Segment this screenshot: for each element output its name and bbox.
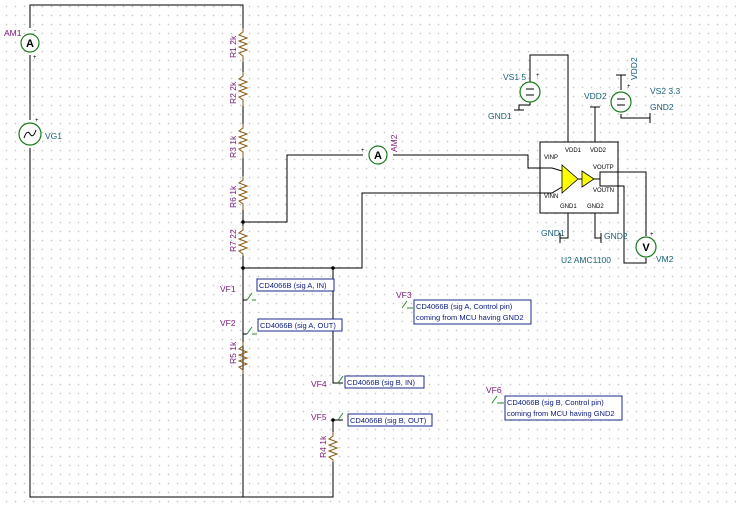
ammeter-am1[interactable]: A AM1 - + <box>4 28 40 61</box>
svg-text:+: + <box>361 148 365 154</box>
gnd1-top-label: GND1 <box>488 111 512 121</box>
probe-vf3[interactable]: VF3 CD4066B (sig A, Control pin) coming … <box>396 290 532 325</box>
resistor-r3[interactable]: R3 1k <box>228 124 249 158</box>
resistor-r5[interactable]: R5 1k <box>228 341 249 374</box>
svg-text:+: + <box>536 73 540 79</box>
am1-label: AM1 <box>4 28 22 38</box>
note-box <box>257 318 343 332</box>
ammeter-am2[interactable]: A + AM2 <box>361 134 399 165</box>
ic-u2-amc1100[interactable]: VINP VINN VDD1 VDD2 VOUTP VOUTN GND1 GND… <box>539 141 619 265</box>
vf6-label: VF6 <box>486 385 502 395</box>
svg-text:+: + <box>33 55 37 61</box>
note-box <box>256 278 335 292</box>
note-box <box>413 299 532 325</box>
vdd2-terminal-top: VDD2 <box>584 91 607 108</box>
wires <box>29 4 650 498</box>
generator-vg1[interactable]: + VG1 <box>18 118 62 146</box>
r2-label: R2 2k <box>228 81 238 104</box>
source-vs2[interactable]: + VDD2 VS2 3.3 GND2 <box>610 57 681 123</box>
vdd2-source-label: VDD2 <box>629 57 639 80</box>
vf4-note: CD4066B (sig B, IN) <box>347 378 415 387</box>
vf2-note: CD4066B (sig A, OUT) <box>260 321 336 330</box>
pin-vdd1: VDD1 <box>565 148 582 154</box>
resistor-r6[interactable]: R6 1k <box>228 176 249 210</box>
gnd2-bottom: GND2 <box>600 231 628 243</box>
junctions <box>241 220 335 422</box>
gnd1-top: GND1 <box>488 109 524 121</box>
svg-text:+: + <box>650 232 654 238</box>
ammeter-symbol: A <box>26 38 34 50</box>
ammeter-symbol: A <box>374 150 382 162</box>
svg-text:+: + <box>627 84 631 90</box>
source-vs1[interactable]: + VS1 5 <box>503 72 541 103</box>
amplifier-triangle-icon <box>561 164 579 194</box>
probe-vf6[interactable]: VF6 CD4066B (sig B, Control pin) coming … <box>486 385 623 421</box>
pin-gnd2: GND2 <box>587 204 604 210</box>
vf5-label: VF5 <box>311 412 327 422</box>
r5-label: R5 1k <box>228 341 238 364</box>
resistor-r4[interactable]: R4 1k <box>318 432 339 462</box>
svg-text:-: - <box>34 28 36 34</box>
r7-label: R7 22 <box>228 229 238 252</box>
r4-label: R4 1k <box>318 435 328 458</box>
note-box <box>344 375 425 389</box>
note-box <box>347 413 433 427</box>
u2-label: U2 AMC1100 <box>561 255 611 265</box>
note-box <box>504 395 623 421</box>
voltmeter-symbol: V <box>642 242 650 254</box>
r1-label: R1 2k <box>228 35 238 58</box>
resistor-r1[interactable]: R1 2k <box>228 28 249 62</box>
probe-vf5[interactable]: VF5 CD4066B (sig B, OUT) <box>311 412 433 427</box>
r3-label: R3 1k <box>228 135 238 158</box>
gnd1-bottom: GND1 <box>541 228 565 243</box>
vf3-label: VF3 <box>396 290 412 300</box>
vf4-label: VF4 <box>311 379 327 389</box>
probe-vf4[interactable]: VF4 CD4066B (sig B, IN) <box>311 375 425 389</box>
vf3-note-line2: coming from MCU having GND2 <box>416 313 524 322</box>
gnd1-bottom-label: GND1 <box>541 228 565 238</box>
resistor-r2[interactable]: R2 2k <box>228 72 249 106</box>
pin-vinp: VINP <box>544 155 558 161</box>
vf6-note-line1: CD4066B (sig B, Control pin) <box>507 398 604 407</box>
vs2-label: VS2 3.3 <box>650 86 681 96</box>
vf1-label: VF1 <box>220 284 236 294</box>
vf3-note-line1: CD4066B (sig A, Control pin) <box>416 302 513 311</box>
pin-voutn: VOUTN <box>593 188 614 194</box>
resistor-r7[interactable]: R7 22 <box>228 226 249 256</box>
vm2-label: VM2 <box>656 254 674 264</box>
vs1-label: VS1 5 <box>503 72 526 82</box>
svg-text:+: + <box>35 118 39 124</box>
vg1-label: VG1 <box>45 131 62 141</box>
probe-vf1[interactable]: VF1 CD4066B (sig A, IN) <box>220 278 335 301</box>
pin-voutp: VOUTP <box>593 165 614 171</box>
vf5-note: CD4066B (sig B, OUT) <box>350 416 427 425</box>
r6-label: R6 1k <box>228 185 238 208</box>
vdd2-top-label: VDD2 <box>584 91 607 101</box>
probe-vf2[interactable]: VF2 CD4066B (sig A, OUT) <box>220 318 343 335</box>
voltmeter-vm2[interactable]: V + VM2 <box>635 232 674 264</box>
pin-vinn: VINN <box>544 194 558 200</box>
pin-vdd2: VDD2 <box>590 148 607 154</box>
gnd2-bottom-label: GND2 <box>604 231 628 241</box>
vf2-label: VF2 <box>220 318 236 328</box>
am2-label: AM2 <box>389 134 399 152</box>
vf6-note-line2: coming from MCU having GND2 <box>507 409 615 418</box>
vf1-note: CD4066B (sig A, IN) <box>259 281 327 290</box>
gnd2-right-label: GND2 <box>650 102 674 112</box>
pin-gnd1: GND1 <box>560 204 577 210</box>
